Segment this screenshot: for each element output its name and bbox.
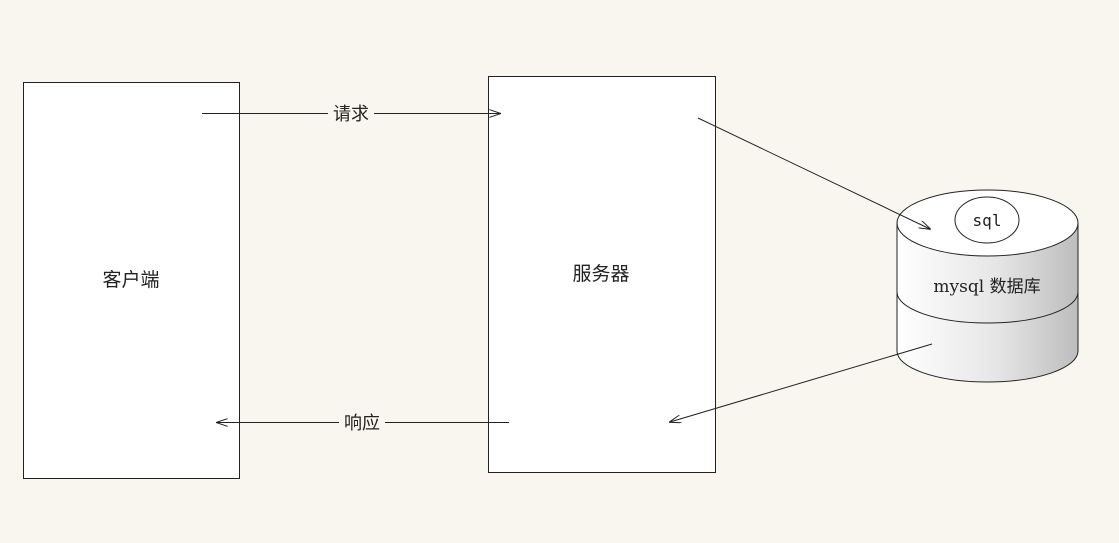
sql-ellipse <box>954 196 1020 244</box>
client-node: 客户端 <box>23 82 240 479</box>
server-node: 服务器 <box>488 76 716 473</box>
response-label-bg <box>339 409 385 435</box>
database-node: sql mysql 数据库 <box>896 189 1079 383</box>
request-connector: 请求 <box>202 100 500 126</box>
client-box <box>23 82 240 479</box>
response-connector: 响应 <box>217 409 509 435</box>
server-box <box>488 76 716 473</box>
database-label: mysql 数据库 <box>933 277 1040 297</box>
database-cylinder-fill <box>897 223 1078 382</box>
server-label: 服务器 <box>572 263 629 285</box>
client-label: 客户端 <box>102 269 159 291</box>
server-to-database-arrow <box>697 117 930 229</box>
response-label: 响应 <box>344 413 380 434</box>
request-label: 请求 <box>333 104 369 125</box>
database-middle-curve <box>896 291 1079 324</box>
request-label-bg <box>328 100 374 126</box>
database-to-server-arrow <box>670 343 933 422</box>
database-bottom-curve <box>896 350 1079 383</box>
sql-label: sql <box>973 211 1002 230</box>
